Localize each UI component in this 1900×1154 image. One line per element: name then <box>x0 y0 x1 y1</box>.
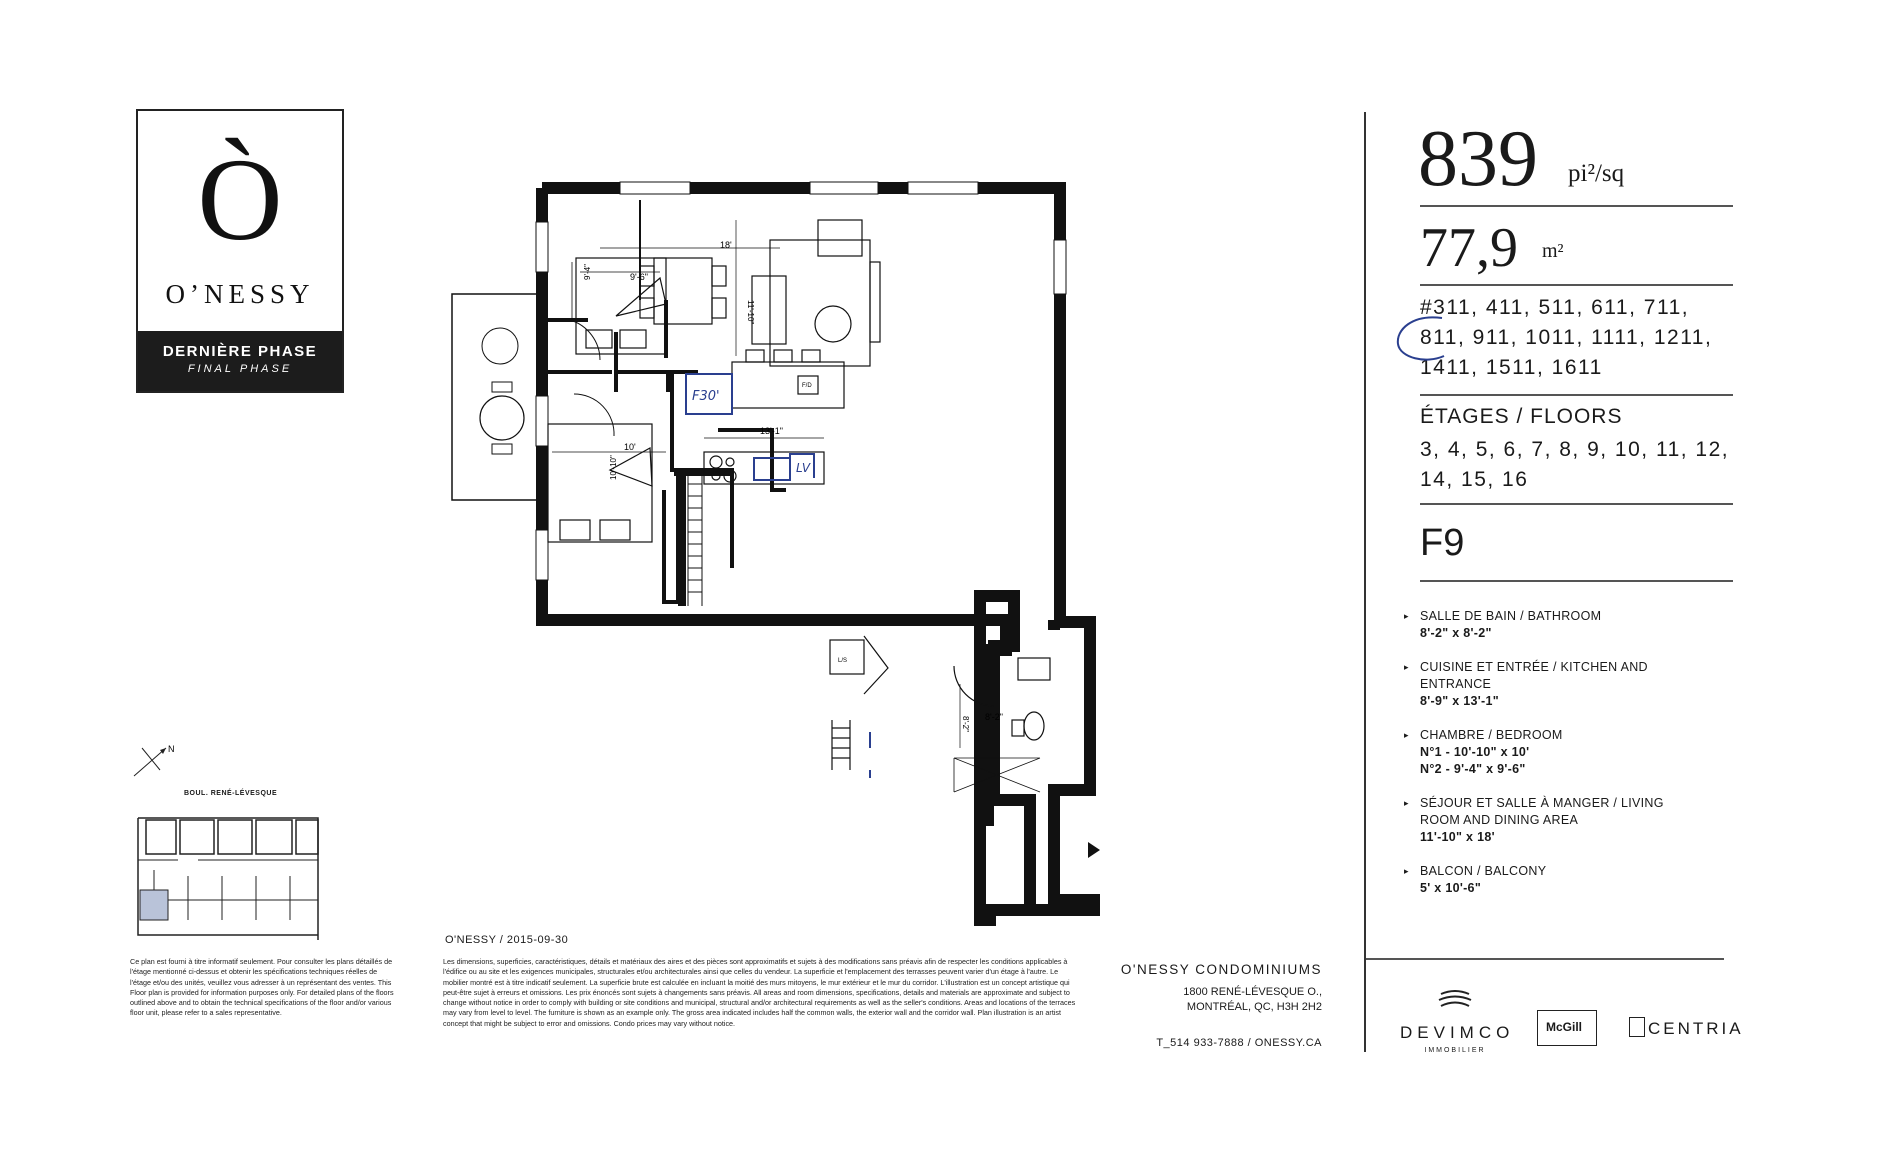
spec-kitchen: ▸ CUISINE ET ENTRÉE / KITCHEN AND ENTRAN… <box>1404 660 1648 708</box>
toilet <box>1023 711 1045 741</box>
window <box>619 181 691 195</box>
unit-numbers: #311, 411, 511, 611, 711, 811, 911, 1011… <box>1420 296 1713 379</box>
contact-block: O'NESSY CONDOMINIUMS 1800 RENÉ-LÉVESQUE … <box>1090 962 1322 1049</box>
window <box>907 181 979 195</box>
handwritten-circle-annotation <box>1396 316 1445 361</box>
bullet-icon: ▸ <box>1404 866 1409 876</box>
fridge-tag: F/D <box>802 383 812 389</box>
divider <box>1420 503 1733 505</box>
dim-living-v: 11'-10" <box>746 300 755 324</box>
entrance-arrow-icon <box>1088 842 1100 858</box>
floor-plan: 9'-6" 9'-4" 10' 10'-10" 18' 11'-10" <box>451 181 1100 926</box>
dishwasher-note: LV <box>796 461 811 475</box>
divider <box>1420 580 1733 582</box>
spec-bedroom: ▸ CHAMBRE / BEDROOM N°1 - 10'-10" x 10' … <box>1404 728 1563 776</box>
dim-bath: 8'-2" <box>985 712 1003 722</box>
spec-living: ▸ SÉJOUR ET SALLE À MANGER / LIVING ROOM… <box>1404 796 1664 844</box>
floors-heading: ÉTAGES / FLOORS <box>1420 405 1623 428</box>
room-specs: ▸ SALLE DE BAIN / BATHROOM 8'-2" x 8'-2"… <box>1404 608 1744 914</box>
key-plan <box>137 817 319 940</box>
bath-vanity <box>1017 657 1051 681</box>
area-m2-unit: m² <box>1542 240 1564 262</box>
divider <box>1420 205 1733 207</box>
area-sqft: 839 <box>1418 115 1538 203</box>
spec-balcony: ▸ BALCON / BALCONY 5' x 10'-6" <box>1404 864 1547 895</box>
spec-bathroom: ▸ SALLE DE BAIN / BATHROOM 8'-2" x 8'-2" <box>1404 609 1602 640</box>
window <box>809 181 879 195</box>
coffee-table <box>814 305 852 343</box>
unit-highlight <box>139 889 169 921</box>
bullet-icon: ▸ <box>1404 611 1409 621</box>
divider <box>1366 958 1724 960</box>
shower <box>953 757 1041 793</box>
disclaimer-left: Ce plan est fourni à titre informatif se… <box>130 957 394 1018</box>
kitchen-counter <box>703 451 825 485</box>
dim-bedroom1-v: 10'-10" <box>609 455 618 480</box>
area-m2: 77,9 <box>1420 217 1518 279</box>
fridge-note: F30' <box>692 389 720 404</box>
balcony-table <box>479 395 525 441</box>
phase-band: DERNIÈRE PHASE FINAL PHASE <box>138 331 342 391</box>
area-sqft-unit: pi²/sq <box>1568 160 1625 187</box>
sofa <box>751 275 787 345</box>
exterior-wall <box>536 182 1100 926</box>
divider <box>1420 284 1733 286</box>
closet-wall <box>678 428 734 568</box>
logo-mark: Ò <box>197 134 283 265</box>
floors-list: 3, 4, 5, 6, 7, 8, 9, 10, 11, 12, 14, 15,… <box>1420 438 1730 491</box>
panel-divider <box>1364 112 1366 1052</box>
phase-en: FINAL PHASE <box>187 363 293 375</box>
tv-unit <box>869 261 881 343</box>
contact-phone[interactable]: T_514 933-7888 / ONESSY.CA <box>1156 1037 1322 1049</box>
centria-logo: CENTRIA <box>1629 1017 1744 1039</box>
mcgill-logo: McGill <box>1537 1010 1597 1046</box>
balcony-plant <box>481 327 519 365</box>
contact-title: O'NESSY CONDOMINIUMS <box>1120 962 1322 977</box>
svg-text:N: N <box>168 744 175 754</box>
devimco-logo: DEVIMCO IMMOBILIER <box>1400 988 1510 1054</box>
dim-bedroom2-v: 9'-4" <box>583 264 592 280</box>
dim-bedroom2: 9'-6" <box>630 272 648 282</box>
centria-mark-icon <box>1629 1017 1645 1037</box>
exterior-wall-south <box>542 614 1060 900</box>
contact-address: 1800 RENÉ-LÉVESQUE O., MONTRÉAL, QC, H3H… <box>1183 986 1322 1013</box>
interior-wall <box>662 370 680 604</box>
bullet-icon: ▸ <box>1404 730 1409 740</box>
armchair <box>817 219 863 257</box>
street-label: BOUL. RENÉ-LÉVESQUE <box>184 790 278 797</box>
living-area-rug <box>769 239 871 367</box>
fridge-annotation-box <box>685 373 733 415</box>
divider <box>1420 394 1733 396</box>
bed-2 <box>575 257 667 355</box>
onessy-logo: Ò O’NESSY DERNIÈRE PHASE FINAL PHASE <box>136 109 344 393</box>
plan-date: O'NESSY / 2015-09-30 <box>445 934 569 946</box>
logo-name: O’NESSY <box>165 279 315 309</box>
model-code: F9 <box>1420 522 1465 564</box>
dim-kitchen: 13'-1" <box>760 426 783 436</box>
dining-table <box>653 257 713 325</box>
balcony-chair <box>491 443 513 455</box>
laundry-tag: L/S <box>838 658 847 664</box>
dim-bath-v: 8'-2" <box>961 716 970 732</box>
balcony-chair <box>491 381 513 393</box>
disclaimer-main: Les dimensions, superficies, caractérist… <box>443 957 1076 1028</box>
dim-bedroom1: 10' <box>624 442 636 452</box>
phase-fr: DERNIÈRE PHASE <box>162 343 318 360</box>
devimco-mark-icon <box>1438 990 1472 1007</box>
window <box>535 395 549 447</box>
window <box>535 221 549 273</box>
bullet-icon: ▸ <box>1404 798 1409 808</box>
dim-living-h: 18' <box>720 240 732 250</box>
bullet-icon: ▸ <box>1404 662 1409 672</box>
washer-dryer <box>829 639 865 675</box>
window <box>1053 239 1067 295</box>
kitchen-island <box>731 361 845 409</box>
compass-north-icon: N <box>133 744 175 777</box>
window <box>535 529 549 581</box>
